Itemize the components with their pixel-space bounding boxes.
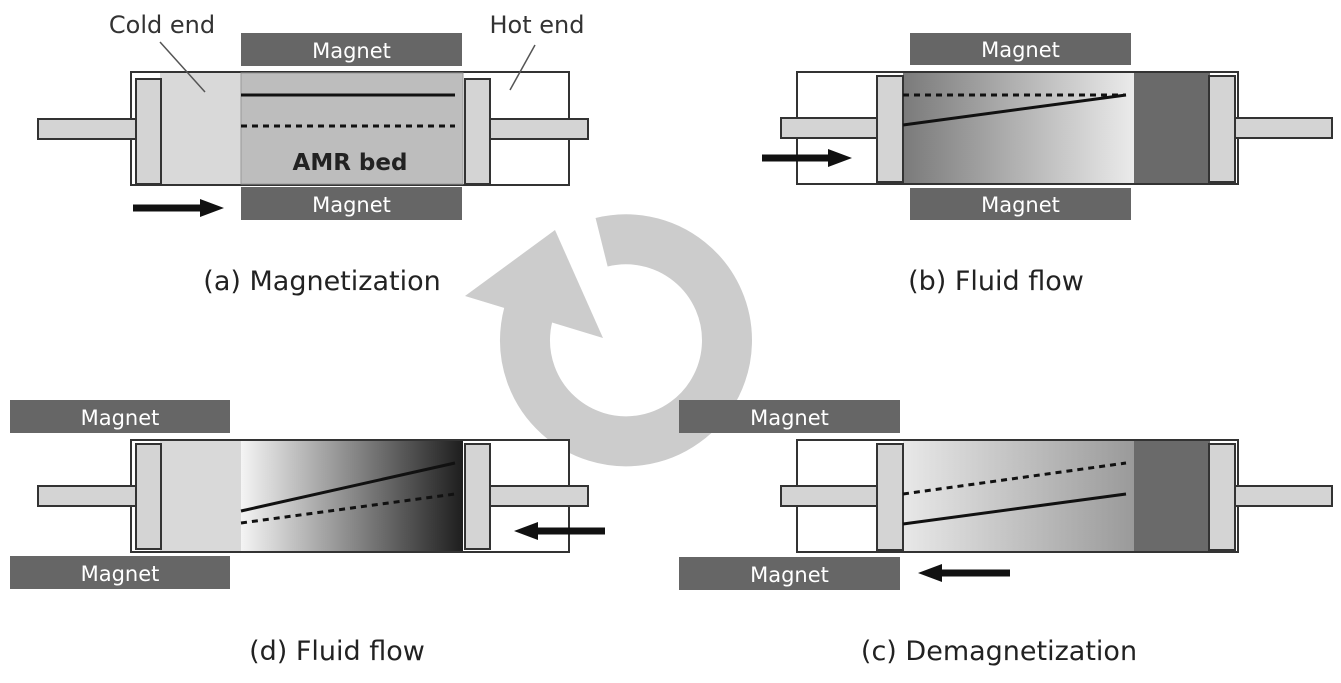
- fluid-temperature-line: [240, 492, 456, 525]
- magnet-top: [910, 33, 1131, 65]
- panel-b: Magnet Magnet (b) Fluid flow: [762, 33, 1333, 297]
- hot-end-pointer: [509, 44, 536, 91]
- cold-fluid: [160, 441, 241, 551]
- rod-right: [487, 118, 589, 140]
- piston-left: [876, 443, 904, 551]
- piston-left: [135, 443, 162, 550]
- cold-fluid: [160, 73, 241, 184]
- magnet-bottom: [10, 556, 230, 589]
- solid-temperature-line: [902, 93, 1127, 127]
- magnet-top: [241, 33, 462, 66]
- arrow-left: [918, 564, 1010, 582]
- magnet-top: [679, 400, 900, 433]
- rod-right: [487, 485, 589, 507]
- caption-d: (d) Fluid flow: [249, 636, 425, 667]
- panel-c: Magnet Magnet (c) Demagnetization: [679, 400, 1333, 667]
- caption-a: (a) Magnetization: [203, 266, 440, 297]
- amr-bed: [240, 72, 464, 185]
- amr-bed: [241, 441, 463, 551]
- arrow-right: [133, 199, 224, 217]
- cold-end-label: Cold end: [109, 11, 215, 39]
- magnet-bottom: [910, 188, 1131, 220]
- magnet-label: Magnet: [750, 406, 829, 430]
- amr-bed: [903, 73, 1134, 183]
- amr-bed: [903, 441, 1134, 551]
- hot-fluid: [1134, 441, 1210, 551]
- arrow-left: [514, 522, 605, 540]
- magnet-label: Magnet: [750, 563, 829, 587]
- magnet-label: Magnet: [312, 193, 391, 217]
- solid-temperature-line: [902, 492, 1127, 526]
- solid-temperature-line: [240, 461, 456, 513]
- magnet-label: Magnet: [312, 39, 391, 63]
- cold-end-pointer: [159, 41, 206, 93]
- rod-right: [1232, 117, 1333, 139]
- caption-b: (b) Fluid flow: [908, 266, 1084, 297]
- fluid-temperature-line: [902, 461, 1127, 496]
- piston-left: [135, 78, 162, 185]
- magnet-label: Magnet: [981, 193, 1060, 217]
- magnet-top: [10, 400, 230, 433]
- caption-c: (c) Demagnetization: [861, 636, 1137, 667]
- piston-right: [1208, 75, 1236, 183]
- magnet-label: Magnet: [981, 38, 1060, 62]
- rod-left: [37, 485, 137, 507]
- panel-d: Magnet Magnet (d) Fluid flow: [10, 400, 605, 667]
- magnet-label: Magnet: [81, 406, 160, 430]
- rod-left: [780, 485, 882, 507]
- rod-left: [37, 118, 137, 140]
- hot-fluid: [1134, 73, 1210, 183]
- piston-right: [464, 78, 491, 185]
- piston-right: [464, 443, 491, 550]
- rod-left: [780, 117, 882, 139]
- magnet-bottom: [241, 187, 462, 220]
- piston-right: [1208, 443, 1236, 551]
- magnet-label: Magnet: [81, 562, 160, 586]
- magnet-bottom: [679, 557, 900, 590]
- amr-bed-label: AMR bed: [293, 150, 408, 176]
- hot-end-label: Hot end: [490, 11, 585, 39]
- rod-right: [1232, 485, 1333, 507]
- arrow-right: [762, 149, 852, 167]
- panel-a: Magnet Magnet AMR bed Cold end Hot end (…: [37, 11, 589, 297]
- piston-left: [876, 75, 904, 183]
